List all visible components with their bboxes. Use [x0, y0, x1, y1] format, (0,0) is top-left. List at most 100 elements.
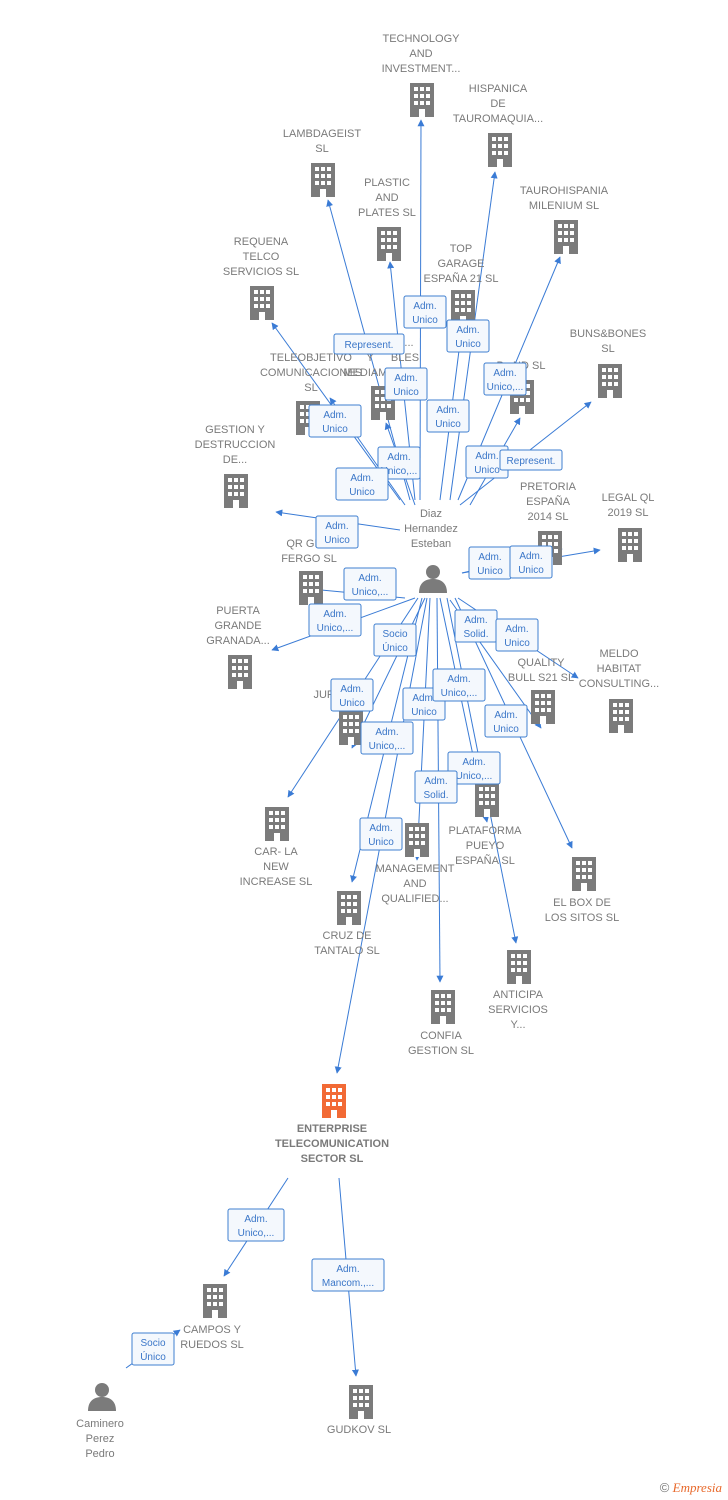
company-node-gudkov[interactable]: GUDKOV SL	[327, 1385, 391, 1436]
node-label: REQUENA	[234, 236, 289, 248]
node-label: MANAGEMENT	[376, 863, 455, 875]
edge-label-box	[311, 1258, 385, 1292]
edge-label-e28[interactable]: Adm.Unico,...	[227, 1208, 285, 1242]
edge-label-text: Unico	[322, 424, 348, 435]
edge-label-e6[interactable]: Adm.Unico	[308, 404, 362, 438]
node-label: GUDKOV SL	[327, 1424, 391, 1436]
edge-label-e12[interactable]: Adm.Unico	[315, 515, 359, 549]
node-label: Hernandez	[404, 523, 458, 535]
edge-label-box	[335, 467, 389, 501]
edge-label-text: Adm.	[505, 624, 528, 635]
node-label: CONFIA	[420, 1030, 462, 1042]
company-node-mediam[interactable]: YMEDIAM...	[343, 352, 397, 420]
edge-label-e1[interactable]: Adm.Unico	[403, 295, 447, 329]
node-label: TOP	[450, 243, 472, 255]
node-label: 2014 SL	[528, 511, 569, 523]
edge-label-e9[interactable]: Adm.Unico,...	[483, 362, 527, 396]
edge-label-e26[interactable]: Adm.Solid.	[414, 770, 458, 804]
node-label: Caminero	[76, 1418, 124, 1430]
edge-label-text: Unico	[412, 315, 438, 326]
edge-label-text: Unico,...	[381, 466, 418, 477]
edge-label-text: Unico,...	[317, 623, 354, 634]
edge-label-e22[interactable]: Adm.Unico,...	[432, 668, 486, 702]
edge-label-e2[interactable]: Adm.Unico	[446, 319, 490, 353]
edge-label-text: Socio	[140, 1338, 165, 1349]
edge-label-e23[interactable]: Adm.Unico,...	[360, 721, 414, 755]
building-icon	[203, 1284, 227, 1318]
edge-label-text: Adm.	[387, 452, 410, 463]
edge-label-text: Unico	[339, 698, 365, 709]
node-label: BULL S21 SL	[508, 672, 574, 684]
edge-label-text: Unico	[455, 339, 481, 350]
edge-label-e15[interactable]: Adm.Unico,...	[343, 567, 397, 601]
edge-labels-layer: Adm.UnicoAdm.UnicoRepresent.Adm.UnicoAdm…	[131, 295, 563, 1366]
edge-label-text: Unico	[368, 837, 394, 848]
edge-label-text: Adm.	[494, 710, 517, 721]
company-node-puerta[interactable]: PUERTAGRANDEGRANADA...	[206, 605, 270, 689]
edge-label-e13[interactable]: Adm.Unico	[468, 546, 512, 580]
edge-label-e4[interactable]: Adm.Unico	[384, 367, 428, 401]
node-label: HISPANICA	[469, 83, 528, 95]
edge-label-e18[interactable]: Adm.Solid.	[454, 609, 498, 643]
edge-label-e29[interactable]: Adm.Mancom.,...	[311, 1258, 385, 1292]
empresia-logo: Empresia	[672, 1480, 722, 1495]
edge-label-text: Unico,...	[238, 1228, 275, 1239]
edge-label-e8[interactable]: Adm. Unico	[335, 467, 389, 501]
edge-label-text: Adm.	[350, 473, 373, 484]
edge-label-e24[interactable]: Adm.Unico	[484, 704, 528, 738]
company-node-qualitybull[interactable]: QUALITY BULL S21 SL	[508, 657, 574, 724]
edge-label-e14[interactable]: Adm.Unico	[509, 545, 553, 579]
edge-label-e27[interactable]: Adm.Unico	[359, 817, 403, 851]
edge-label-text: Adm.	[475, 451, 498, 462]
node-label: SECTOR SL	[301, 1153, 364, 1165]
company-node-hispanica[interactable]: HISPANICADETAUROMAQUIA...	[453, 83, 543, 167]
edge-label-text: Adm.	[464, 615, 487, 626]
company-node-gestion[interactable]: GESTION YDESTRUCCIONDE...	[195, 424, 276, 508]
company-node-meldo[interactable]: MELDOHABITATCONSULTING...	[579, 648, 659, 733]
node-label: LOS SITOS SL	[545, 912, 619, 924]
node-label: PLATAFORMA	[449, 825, 523, 837]
node-label: QUALITY	[517, 657, 565, 669]
edge-label-e5[interactable]: Adm.Unico	[426, 399, 470, 433]
edge-label-box	[308, 603, 362, 637]
company-node-management[interactable]: MANAGEMENTANDQUALIFIED...	[376, 823, 455, 905]
edge-label-e19[interactable]: Adm. Unico	[495, 618, 539, 652]
edge-label-e25[interactable]: Adm.Unico,...	[447, 751, 501, 785]
edge-label-text: Adm.	[412, 693, 435, 704]
company-node-technology[interactable]: TECHNOLOGYANDINVESTMENT...	[382, 33, 461, 117]
edge-label-e16[interactable]: Adm.Unico,...	[308, 603, 362, 637]
company-node-anticipa[interactable]: ANTICIPASERVICIOSY...	[488, 950, 548, 1031]
building-icon	[488, 133, 512, 167]
edge-label-text: Unico	[349, 487, 375, 498]
edge-label-text: Unico,...	[369, 741, 406, 752]
building-icon	[377, 227, 401, 261]
empresia-watermark[interactable]: © Empresia	[660, 1480, 722, 1496]
edge-label-text: Unico	[504, 638, 530, 649]
edge-label-e3[interactable]: Represent.	[333, 333, 405, 355]
edge-label-e11[interactable]: Represent.	[499, 449, 563, 471]
edge-label-box	[495, 618, 539, 652]
edge-label-e20[interactable]: Adm.Unico	[330, 678, 374, 712]
edge-label-box	[484, 704, 528, 738]
node-label: PLATES SL	[358, 207, 416, 219]
